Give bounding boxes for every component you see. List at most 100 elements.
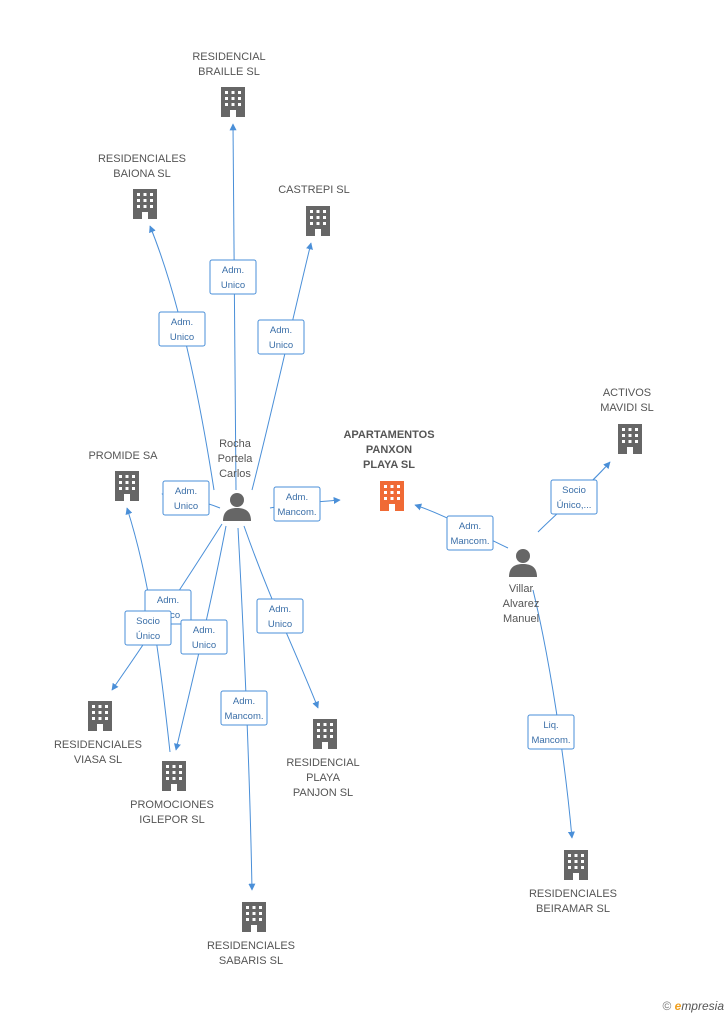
edge-rocha-to-braille — [229, 123, 237, 491]
building-icon — [115, 471, 139, 501]
node-promide[interactable]: PROMIDE SA — [88, 450, 158, 501]
edge-rocha-to-castrepi — [251, 242, 313, 491]
edge-label-box — [158, 311, 206, 347]
edge-label-rocha-to-apartamentos[interactable]: Adm.Mancom. — [273, 486, 321, 522]
edge-label-line: Mancom. — [224, 711, 263, 722]
edge-label-box — [256, 598, 304, 634]
node-label-line: PANXON — [366, 444, 412, 456]
node-panjon[interactable]: RESIDENCIAL PLAYA PANJON SL — [286, 719, 360, 799]
edge-label-rocha-to-iglepor[interactable]: Adm. Unico — [180, 619, 228, 655]
edge-label-rocha-to-braille[interactable]: Adm. Unico — [209, 259, 257, 295]
edge-label-rocha-to-sabaris[interactable]: Adm.Mancom. — [220, 690, 268, 726]
edge-label-line: Unico — [192, 640, 216, 651]
edge-label-line: Mancom. — [277, 507, 316, 518]
person-icon — [223, 493, 251, 521]
edge-label-box — [527, 714, 575, 750]
edge-label-villar-to-apartamentos[interactable]: Adm. Mancom. — [446, 515, 494, 551]
edge-label-rocha-to-panjon[interactable]: Adm. Unico — [256, 598, 304, 634]
node-label-line: Manuel — [503, 613, 539, 625]
node-label-line: MAVIDI SL — [600, 402, 654, 414]
edge-label-box — [220, 690, 268, 726]
edge-label-line: Unico — [268, 619, 292, 630]
node-label-line: PANJON SL — [293, 787, 353, 799]
edge-label-line: Adm. — [459, 521, 481, 532]
node-label-line: PLAYA SL — [363, 459, 415, 471]
edge-label-box — [550, 479, 598, 515]
node-label-line: RESIDENCIAL — [286, 757, 359, 769]
edge-label-rocha-to-promide[interactable]: Adm.Unico — [162, 480, 210, 516]
node-label-line: BRAILLE SL — [198, 66, 260, 78]
edge-label-line: Unico — [170, 332, 194, 343]
node-label-line: RESIDENCIALES — [529, 888, 617, 900]
node-braille[interactable]: RESIDENCIAL BRAILLE SL — [192, 51, 266, 117]
node-iglepor[interactable]: PROMOCIONES IGLEPOR SL — [130, 761, 214, 826]
node-label-line: Villar — [509, 583, 534, 595]
node-label-line: Alvarez — [503, 598, 540, 610]
edge-label-box — [273, 486, 321, 522]
edge-label-rocha-to-baiona[interactable]: Adm. Unico — [158, 311, 206, 347]
node-activos[interactable]: ACTIVOS MAVIDI SL — [600, 387, 654, 454]
edge-label-line: Mancom. — [531, 735, 570, 746]
edge-label-box — [257, 319, 305, 355]
person-icon — [509, 549, 537, 577]
node-label-line: BEIRAMAR SL — [536, 903, 610, 915]
node-label-line: PROMIDE SA — [88, 450, 158, 462]
brand-initial: e — [674, 999, 682, 1013]
edge-label-line: Socio — [562, 485, 586, 496]
edge-label-line: Mancom. — [450, 536, 489, 547]
node-label-line: CASTREPI SL — [278, 184, 350, 196]
node-label-line: BAIONA SL — [113, 168, 170, 180]
edge-label-line: Adm. — [222, 265, 244, 276]
brand-name: mpresia — [681, 999, 724, 1013]
nodes-layer: RESIDENCIAL BRAILLE SL RESIDENCIALES BAIONA… — [54, 51, 654, 967]
node-label-line: PLAYA — [306, 772, 340, 784]
edge-labels-layer: Adm.UnicoAdm.UnicoAdm.UnicoAdm.UnicoAdm.… — [124, 259, 598, 750]
building-icon — [380, 481, 404, 511]
edge-label-line: Adm. — [157, 595, 179, 606]
node-beiramar[interactable]: RESIDENCIALES BEIRAMAR SL — [529, 850, 617, 915]
node-label-line: RESIDENCIAL — [192, 51, 265, 63]
building-icon — [221, 87, 245, 117]
node-label-line: Carlos — [219, 468, 251, 480]
edge-label-rocha-to-castrepi[interactable]: Adm.Unico — [257, 319, 305, 355]
edge-label-box — [162, 480, 210, 516]
edge-label-line: Unico — [221, 280, 245, 291]
edge-label-villar-to-activos[interactable]: SocioÚnico,... — [550, 479, 598, 515]
node-baiona[interactable]: RESIDENCIALES BAIONA SL — [98, 153, 186, 219]
edge-label-line: Único — [136, 631, 160, 642]
edge-label-line: Socio — [136, 616, 160, 627]
edge-label-line: Adm. — [171, 317, 193, 328]
building-icon — [162, 761, 186, 791]
edge-label-box — [124, 610, 172, 646]
edge-label-line: Único,... — [557, 500, 592, 511]
building-icon — [242, 902, 266, 932]
node-label-line: IGLEPOR SL — [139, 814, 204, 826]
edge-label-line: Adm. — [193, 625, 215, 636]
edge-label-line: Unico — [269, 340, 293, 351]
building-icon — [88, 701, 112, 731]
node-label-line: PROMOCIONES — [130, 799, 214, 811]
edge-label-box — [180, 619, 228, 655]
node-label-line: RESIDENCIALES — [207, 940, 295, 952]
node-label-line: RESIDENCIALES — [98, 153, 186, 165]
edge-label-line: Liq. — [543, 720, 558, 731]
node-label-line: Rocha — [219, 438, 252, 450]
node-label-line: RESIDENCIALES — [54, 739, 142, 751]
building-icon — [313, 719, 337, 749]
edge-label-line: Adm. — [269, 604, 291, 615]
building-icon — [306, 206, 330, 236]
edge-label-villar-to-beiramar[interactable]: Liq. Mancom. — [527, 714, 575, 750]
copyright-symbol: © — [662, 999, 672, 1013]
node-label-line: ACTIVOS — [603, 387, 651, 399]
edge-villar-to-beiramar — [532, 589, 575, 839]
building-icon — [133, 189, 157, 219]
edge-label-box — [446, 515, 494, 551]
node-castrepi[interactable]: CASTREPI SL — [278, 184, 350, 236]
edge-rocha-to-baiona — [149, 225, 215, 491]
